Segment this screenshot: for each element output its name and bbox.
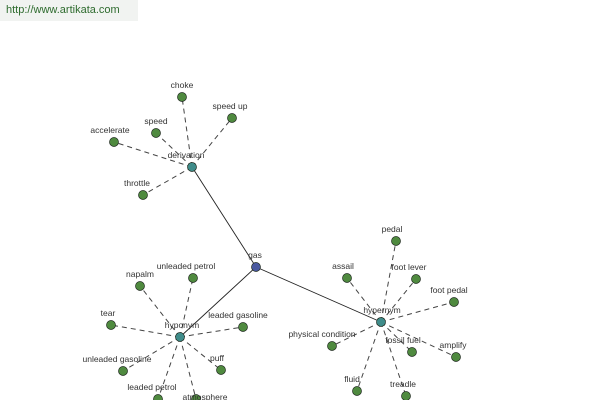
source-url-label[interactable]: http://www.artikata.com bbox=[0, 0, 138, 21]
label-leaded-petrol: leaded petrol bbox=[127, 382, 176, 392]
label-fluid: fluid bbox=[344, 374, 360, 384]
edge-hypernym-physical-condition bbox=[331, 321, 382, 347]
edge-hypernym-fossil-fuel bbox=[380, 321, 413, 353]
edge-hyponym-atmosphere bbox=[179, 336, 197, 400]
label-unleaded-petrol: unleaded petrol bbox=[157, 261, 216, 271]
node-amplify[interactable] bbox=[451, 352, 461, 362]
node-foot-pedal[interactable] bbox=[449, 297, 459, 307]
edge-derivation-choke bbox=[181, 96, 193, 168]
edge-hyponym-unleaded-petrol bbox=[179, 277, 194, 338]
label-tear: tear bbox=[101, 308, 116, 318]
label-hypernym: hypernym bbox=[363, 305, 400, 315]
node-accelerate[interactable] bbox=[109, 137, 119, 147]
label-throttle: throttle bbox=[124, 178, 150, 188]
label-pedal: pedal bbox=[382, 224, 403, 234]
edge-hypernym-fluid bbox=[356, 321, 382, 392]
node-throttle[interactable] bbox=[138, 190, 148, 200]
node-leaded-gasoline[interactable] bbox=[238, 322, 248, 332]
node-foot-lever[interactable] bbox=[411, 274, 421, 284]
node-hypernym[interactable] bbox=[376, 317, 386, 327]
label-amplify: amplify bbox=[440, 340, 468, 350]
label-atmosphere: atmosphere bbox=[183, 392, 228, 400]
node-atmosphere[interactable] bbox=[191, 394, 201, 400]
label-speed: speed bbox=[144, 116, 167, 126]
edge-derivation-throttle bbox=[142, 166, 193, 196]
node-gas[interactable] bbox=[251, 262, 261, 272]
node-unleaded-petrol[interactable] bbox=[188, 273, 198, 283]
edge-hypernym-foot-pedal bbox=[380, 301, 455, 323]
edge-hypernym-foot-lever bbox=[380, 278, 417, 323]
edge-hypernym-assail bbox=[346, 277, 382, 323]
node-physical-condition[interactable] bbox=[327, 341, 337, 351]
node-fossil-fuel[interactable] bbox=[407, 347, 417, 357]
node-assail[interactable] bbox=[342, 273, 352, 283]
label-puff: puff bbox=[210, 353, 225, 363]
label-foot-pedal: foot pedal bbox=[430, 285, 467, 295]
edge-hypernym-amplify bbox=[380, 321, 457, 358]
label-treadle: treadle bbox=[390, 379, 416, 389]
node-choke[interactable] bbox=[177, 92, 187, 102]
node-tear[interactable] bbox=[106, 320, 116, 330]
node-treadle[interactable] bbox=[401, 391, 411, 400]
node-speed[interactable] bbox=[151, 128, 161, 138]
edge-hyponym-leaded-petrol bbox=[157, 336, 181, 400]
label-fossil-fuel: fossil fuel bbox=[385, 335, 421, 345]
edge-derivation-accelerate bbox=[113, 141, 193, 168]
label-physical-condition: physical condition bbox=[288, 329, 355, 339]
edge-gas-hypernym bbox=[255, 266, 382, 323]
node-puff[interactable] bbox=[216, 365, 226, 375]
edge-hypernym-treadle bbox=[380, 321, 407, 397]
node-leaded-petrol[interactable] bbox=[153, 394, 163, 400]
node-unleaded-gasoline[interactable] bbox=[118, 366, 128, 376]
edge-gas-derivation bbox=[191, 166, 257, 268]
node-pedal[interactable] bbox=[391, 236, 401, 246]
label-napalm: napalm bbox=[126, 269, 154, 279]
edge-gas-hyponym bbox=[179, 266, 257, 338]
edge-hyponym-tear bbox=[110, 324, 181, 338]
edge-hypernym-pedal bbox=[380, 240, 397, 323]
label-accelerate: accelerate bbox=[90, 125, 129, 135]
node-napalm[interactable] bbox=[135, 281, 145, 291]
label-leaded-gasoline: leaded gasoline bbox=[208, 310, 268, 320]
label-foot-lever: foot lever bbox=[392, 262, 427, 272]
label-derivation: derivation bbox=[168, 150, 205, 160]
edge-hyponym-leaded-gasoline bbox=[179, 326, 244, 338]
node-derivation[interactable] bbox=[187, 162, 197, 172]
label-choke: choke bbox=[171, 80, 194, 90]
edge-derivation-speed-up bbox=[191, 117, 233, 168]
node-hyponym[interactable] bbox=[175, 332, 185, 342]
label-unleaded-gasoline: unleaded gasoline bbox=[82, 354, 151, 364]
edge-hyponym-unleaded-gasoline bbox=[122, 336, 181, 372]
edge-hyponym-napalm bbox=[139, 285, 181, 338]
label-gas: gas bbox=[248, 250, 262, 260]
label-speed-up: speed up bbox=[213, 101, 248, 111]
node-fluid[interactable] bbox=[352, 386, 362, 396]
label-hyponym: hyponym bbox=[165, 320, 200, 330]
label-assail: assail bbox=[332, 261, 354, 271]
node-speed-up[interactable] bbox=[227, 113, 237, 123]
